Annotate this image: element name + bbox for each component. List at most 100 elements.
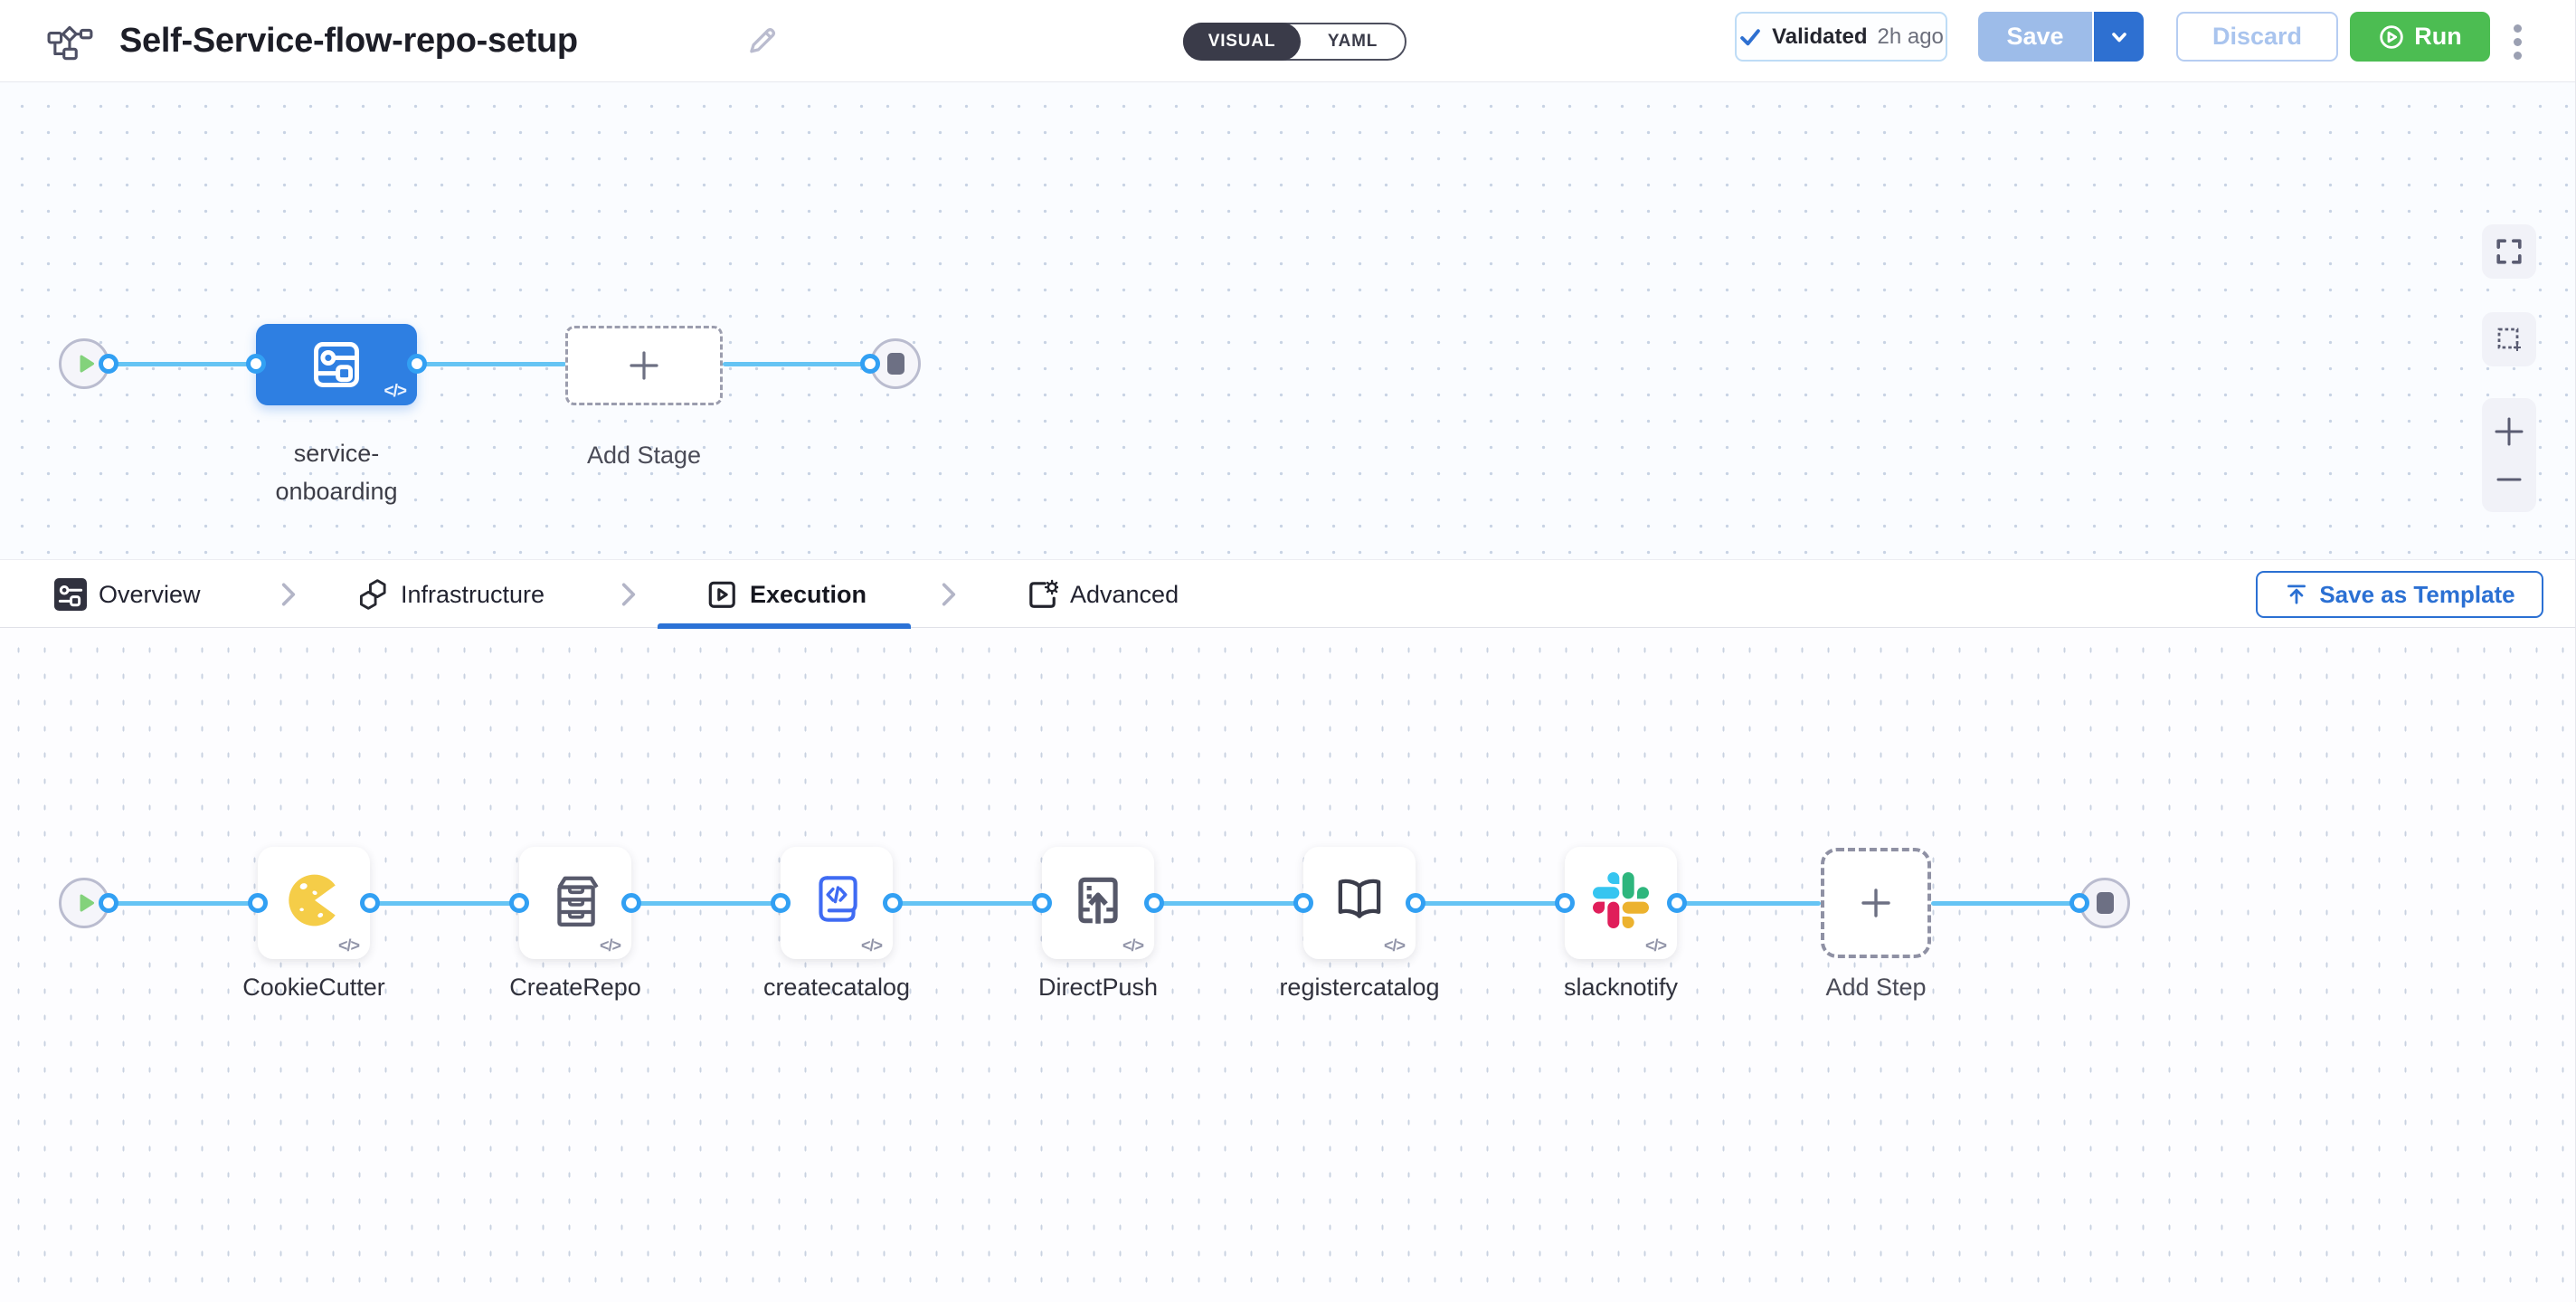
stop-icon <box>2096 892 2114 914</box>
header: Self-Service-flow-repo-setup VISUAL YAML… <box>0 0 2575 82</box>
marquee-select-button[interactable] <box>2482 312 2536 366</box>
chevron-down-icon <box>2111 32 2126 42</box>
zoom-in-button[interactable] <box>2494 416 2524 447</box>
connector-port[interactable] <box>883 893 903 913</box>
stage-node-service-onboarding[interactable]: </> <box>256 324 417 405</box>
step-node-cookiecutter[interactable]: </> <box>258 847 370 959</box>
zoom-out-button[interactable] <box>2494 464 2524 495</box>
connector-edge <box>1154 901 1303 906</box>
fullscreen-button[interactable] <box>2482 224 2536 279</box>
execution-canvas[interactable]: </> </> </> <box>0 628 2575 1302</box>
save-as-template-label: Save as Template <box>2319 580 2515 608</box>
connector-port[interactable] <box>1293 893 1313 913</box>
step-node-registercatalog[interactable]: </> <box>1303 847 1416 959</box>
connector-port[interactable] <box>360 893 380 913</box>
connector-port[interactable] <box>1406 893 1425 913</box>
code-badge: </> <box>860 936 883 955</box>
add-step-button[interactable] <box>1821 848 1931 958</box>
fullscreen-icon <box>2496 239 2522 264</box>
open-book-icon <box>1338 879 1381 918</box>
connector-edge <box>370 901 519 906</box>
save-dropdown-button[interactable] <box>2094 12 2144 62</box>
connector-port[interactable] <box>860 354 880 374</box>
slack-icon <box>1593 872 1649 928</box>
connector-edge <box>417 362 566 366</box>
tab-execution[interactable]: Execution <box>706 560 867 629</box>
save-as-template-button[interactable]: Save as Template <box>2256 571 2543 618</box>
overview-icon <box>54 578 87 611</box>
tab-label: Execution <box>750 580 867 608</box>
play-icon <box>80 355 94 373</box>
drawer-cabinet-icon <box>557 876 599 927</box>
connector-edge <box>109 362 257 366</box>
step-node-createrepo[interactable]: </> <box>519 847 631 959</box>
run-play-icon <box>2380 24 2404 49</box>
code-scroll-icon <box>819 876 857 922</box>
connector-port[interactable] <box>621 893 641 913</box>
visual-yaml-toggle[interactable]: VISUAL YAML <box>1183 23 1406 61</box>
step-node-createcatalog[interactable]: </> <box>781 847 893 959</box>
code-badge: </> <box>384 382 408 401</box>
add-step-label: Add Step <box>1825 974 1927 1001</box>
custom-stage-icon <box>314 342 359 387</box>
run-button[interactable]: Run <box>2350 12 2490 62</box>
connector-edge <box>1931 901 2079 906</box>
save-button[interactable]: Save <box>1978 12 2092 62</box>
chevron-right-icon <box>281 583 296 606</box>
connector-port[interactable] <box>99 354 118 374</box>
step-label: slacknotify <box>1563 974 1679 1001</box>
push-upload-icon <box>1078 877 1118 924</box>
discard-button[interactable]: Discard <box>2176 12 2338 62</box>
stage-canvas[interactable]: </> service-onboarding Add Stage <box>0 82 2575 559</box>
connector-port[interactable] <box>248 893 268 913</box>
connector-port[interactable] <box>99 893 118 913</box>
chevron-right-icon <box>621 583 636 606</box>
tab-infrastructure[interactable]: Infrastructure <box>356 560 545 629</box>
upload-icon <box>2287 584 2306 604</box>
step-label: CreateRepo <box>509 974 641 1001</box>
stage-label: service-onboarding <box>275 440 398 505</box>
marquee-select-icon <box>2497 328 2521 351</box>
step-node-directpush[interactable]: </> <box>1042 847 1154 959</box>
validated-label: Validated <box>1772 24 1868 49</box>
add-stage-label: Add Stage <box>586 442 702 469</box>
step-node-slacknotify[interactable]: </> <box>1565 847 1677 959</box>
more-options-button[interactable] <box>2498 15 2536 68</box>
code-badge: </> <box>337 936 360 955</box>
tab-overview[interactable]: Overview <box>54 560 201 629</box>
pipeline-end-node <box>870 338 921 389</box>
code-badge: </> <box>599 936 621 955</box>
connector-port[interactable] <box>1144 893 1164 913</box>
advanced-icon <box>1029 579 1058 608</box>
connector-port[interactable] <box>1032 893 1052 913</box>
active-tab-underline <box>658 623 911 629</box>
connector-port[interactable] <box>509 893 529 913</box>
chevron-right-icon <box>942 583 956 606</box>
tab-label: Overview <box>99 580 201 608</box>
cookie-icon <box>289 874 336 927</box>
toggle-visual-option[interactable]: VISUAL <box>1183 23 1301 61</box>
tab-advanced[interactable]: Advanced <box>1026 560 1179 629</box>
plus-icon <box>630 351 658 380</box>
code-badge: </> <box>1644 936 1667 955</box>
connector-port[interactable] <box>2069 893 2089 913</box>
step-label: registercatalog <box>1279 974 1440 1001</box>
edit-pencil-icon[interactable] <box>743 24 778 63</box>
connector-port[interactable] <box>407 354 427 374</box>
connector-port[interactable] <box>1667 893 1687 913</box>
connector-port[interactable] <box>771 893 791 913</box>
connector-port[interactable] <box>246 354 266 374</box>
connector-port[interactable] <box>1555 893 1575 913</box>
tab-label: Advanced <box>1070 580 1179 608</box>
plus-icon <box>1861 889 1890 917</box>
toggle-yaml-option[interactable]: YAML <box>1327 32 1378 51</box>
connector-edge <box>1416 901 1565 906</box>
add-stage-button[interactable] <box>565 326 723 405</box>
infrastructure-icon <box>359 579 386 610</box>
validated-badge[interactable]: Validated 2h ago <box>1735 12 1947 62</box>
tab-label: Infrastructure <box>401 580 545 608</box>
stop-icon <box>886 353 904 375</box>
execution-icon <box>708 581 735 608</box>
page-title: Self-Service-flow-repo-setup <box>119 22 578 60</box>
